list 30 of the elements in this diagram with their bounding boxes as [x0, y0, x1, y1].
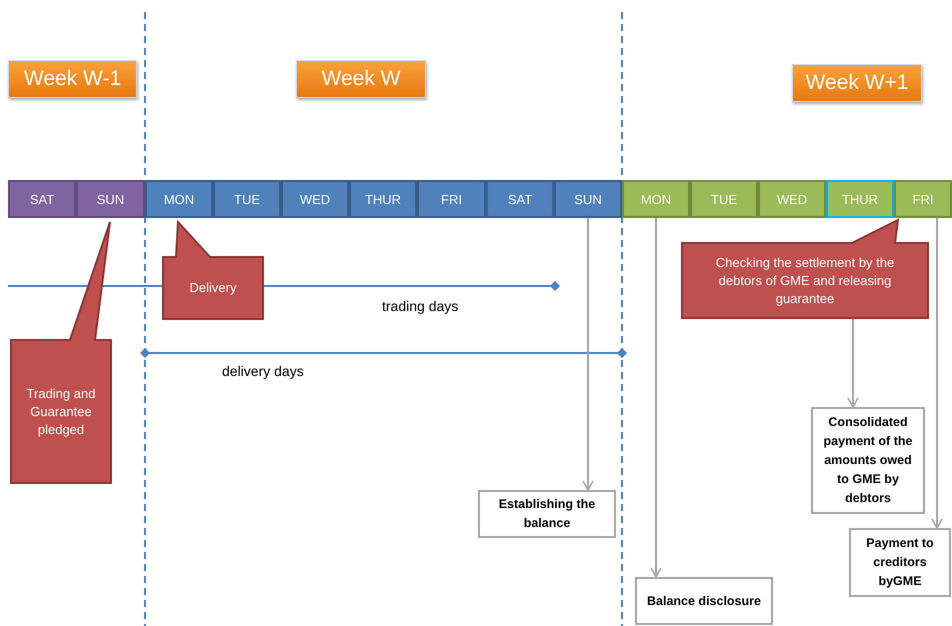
- process-box: Consolidated payment of the amounts owed to GME by debtors: [811, 407, 925, 514]
- week-label-box: Week W: [296, 60, 426, 98]
- arrow: [582, 218, 594, 491]
- day-cell: WED: [758, 180, 826, 218]
- day-cell: SAT: [8, 180, 76, 218]
- callout-box: Delivery: [163, 222, 263, 319]
- week-label-box: Week W-1: [8, 60, 137, 98]
- dimension-label: delivery days: [222, 363, 304, 379]
- process-box: Balance disclosure: [635, 577, 773, 625]
- arrow: [650, 218, 662, 578]
- day-cell: MON: [145, 180, 213, 218]
- day-cell: WED: [281, 180, 349, 218]
- arrow: [931, 218, 943, 529]
- day-cell: MON: [622, 180, 690, 218]
- day-cell: FRI: [417, 180, 486, 218]
- dimension-label: trading days: [382, 298, 458, 314]
- week-label-box: Week W+1: [792, 64, 922, 102]
- day-cell: SUN: [76, 180, 145, 218]
- day-cell: THUR: [349, 180, 417, 218]
- process-box: Establishing the balance: [478, 490, 616, 538]
- day-cell: TUE: [690, 180, 758, 218]
- day-cell: SUN: [554, 180, 622, 218]
- day-cell: FRI: [894, 180, 952, 218]
- callout-box: Checking the settlement by the debtors of GME and releasing guarantee: [682, 220, 928, 318]
- arrow: [847, 318, 859, 408]
- process-box: Payment to creditors byGME: [849, 528, 951, 597]
- callout-box: Trading and Guarantee pledged: [11, 222, 111, 483]
- day-cell: THUR: [826, 180, 894, 218]
- day-cell: SAT: [486, 180, 554, 218]
- day-cell: TUE: [213, 180, 281, 218]
